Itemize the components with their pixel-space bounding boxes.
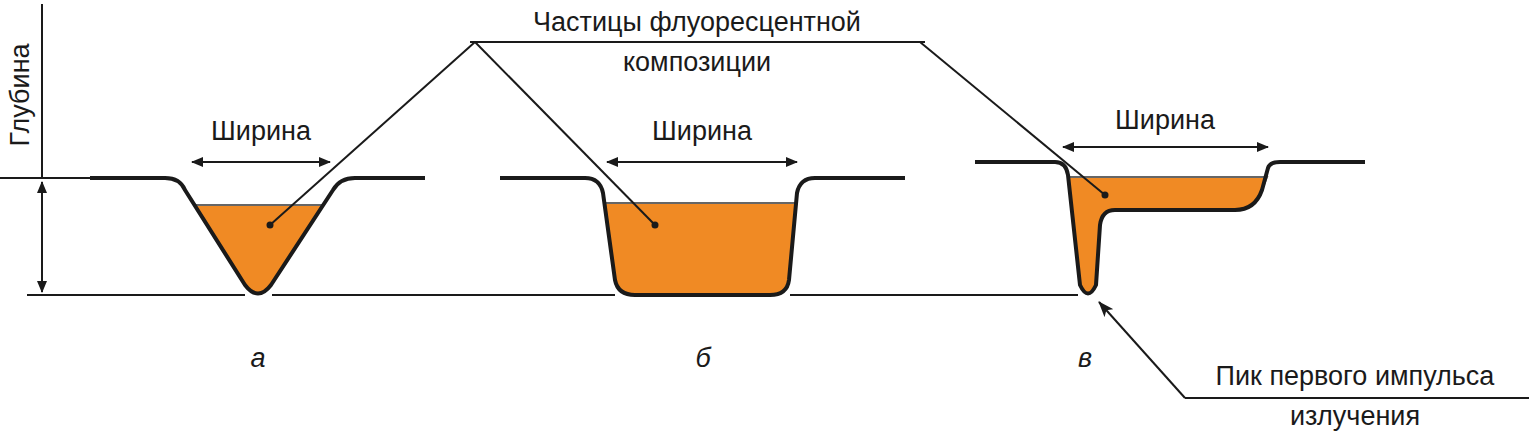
figure-letter: б xyxy=(695,338,710,378)
crack-outlines xyxy=(90,162,1365,295)
reference-lines xyxy=(0,4,1078,295)
figure-letter: а xyxy=(250,338,265,378)
dimension-label: Ширина xyxy=(211,111,311,151)
callout-label: Пик первого импульса излучения xyxy=(1205,356,1505,436)
fluorescent-fill xyxy=(195,177,1267,295)
callout-label: Частицы флуоресцентной композиции xyxy=(462,2,932,82)
leader-lines xyxy=(270,42,1529,398)
figure-letter: в xyxy=(1078,338,1092,378)
axis-label: Глубина xyxy=(0,43,40,146)
depth-arrow xyxy=(41,182,43,292)
leader-dots xyxy=(267,192,1109,229)
dimension-label: Ширина xyxy=(1115,100,1215,140)
dimension-label: Ширина xyxy=(652,111,752,151)
